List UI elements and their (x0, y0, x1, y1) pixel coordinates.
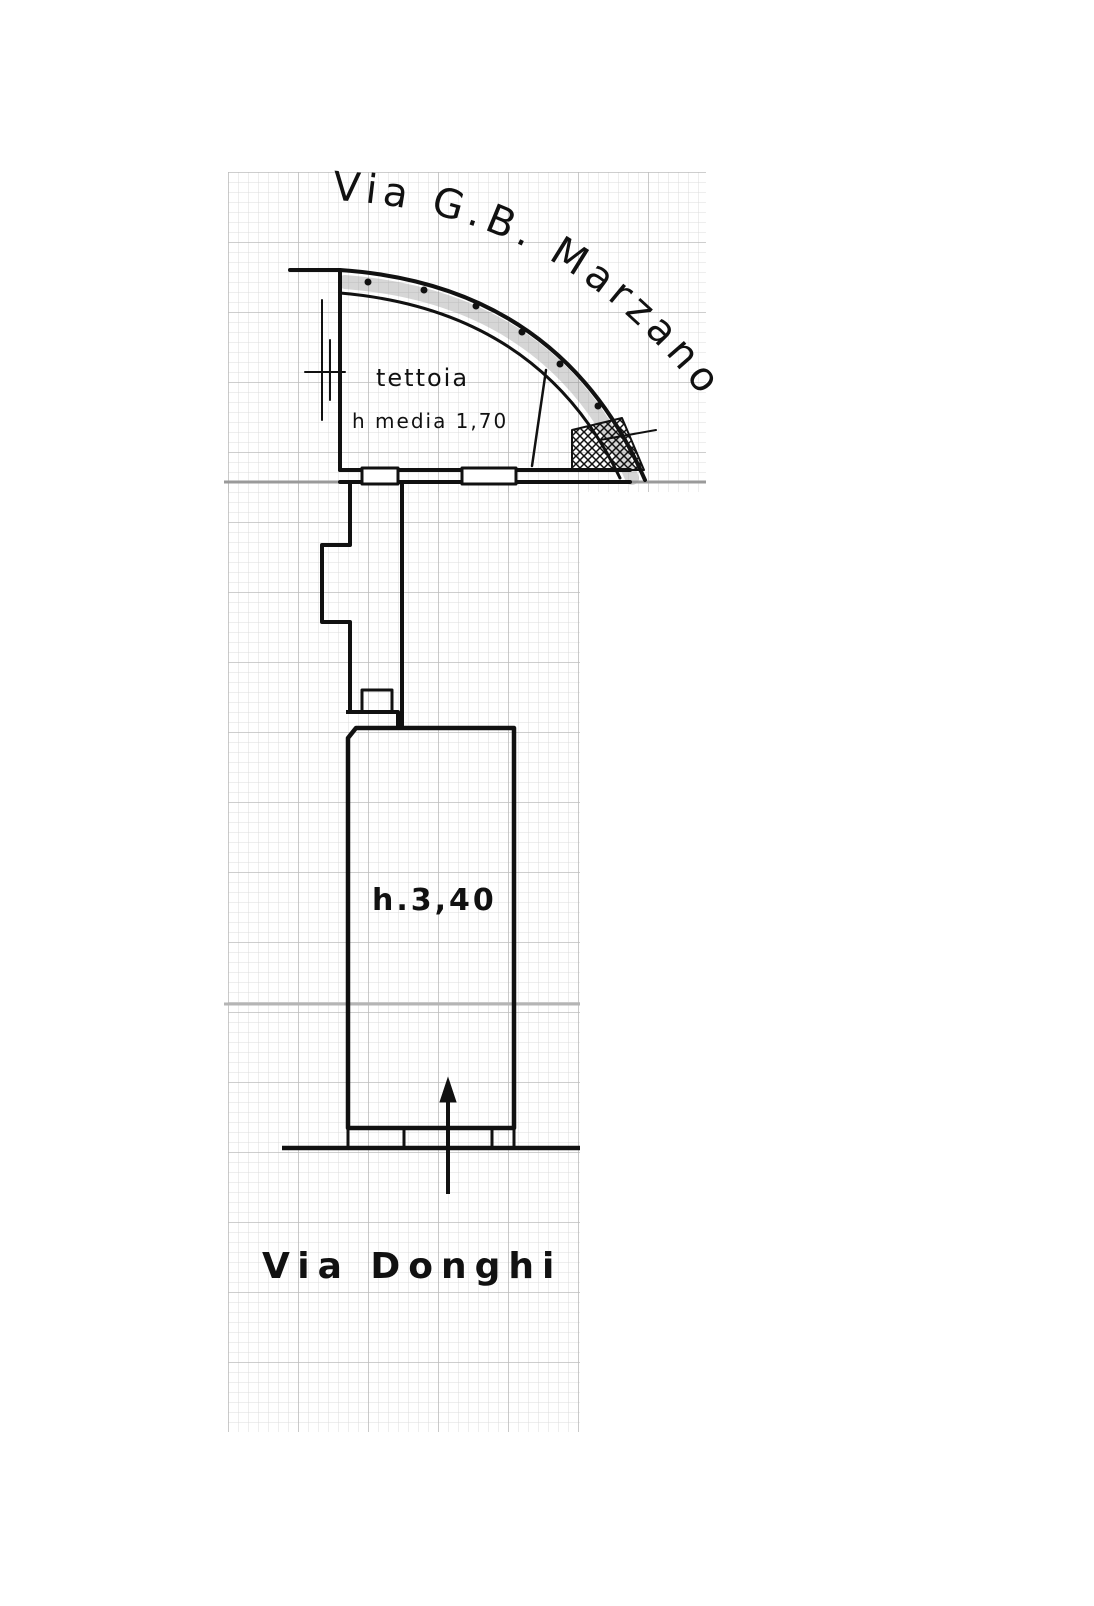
canopy-height-leader (530, 368, 548, 468)
canopy-diagonal-tick (599, 429, 657, 441)
street-label-bottom: Via Donghi (262, 1246, 562, 1287)
main-room (282, 725, 580, 1151)
canopy-hatched-corner (571, 417, 645, 471)
main-room-walls (345, 725, 517, 1131)
main-room-height-label: h.3,40 (372, 883, 497, 918)
pillar-dot (556, 360, 564, 368)
canopy-door-left (360, 466, 400, 486)
canopy-door-right (460, 466, 518, 486)
arrow-up-icon (439, 1076, 457, 1194)
pillar-dot (364, 278, 372, 286)
corridor-step (346, 710, 400, 728)
pillar-dot (420, 286, 428, 294)
pillar-dot (472, 302, 480, 310)
pillar-dot (594, 402, 602, 410)
canopy-label: tettoia (376, 364, 469, 392)
pillar-dot (518, 328, 526, 336)
canopy-height-label: h media 1,70 (352, 409, 508, 433)
canopy-area (288, 268, 657, 486)
corridor (320, 482, 404, 728)
canopy-pillars (364, 278, 602, 410)
